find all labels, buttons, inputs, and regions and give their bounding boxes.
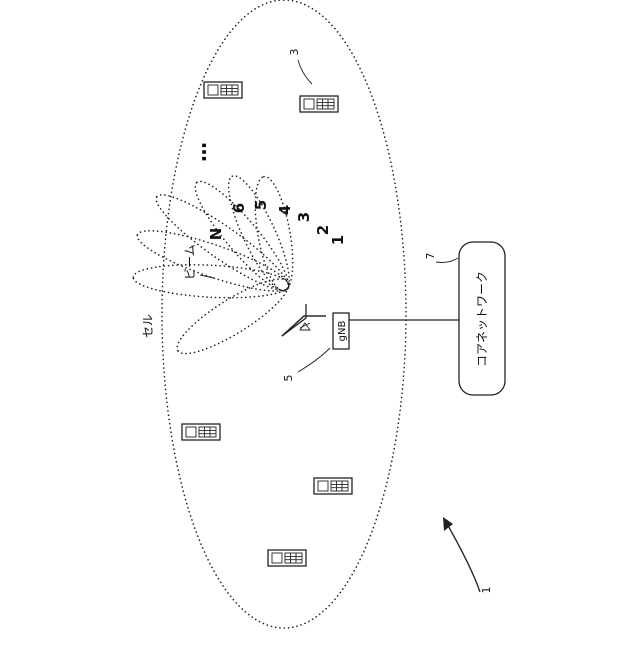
beam-lobes: [132, 169, 300, 365]
ue-reference-leader: [298, 60, 312, 84]
beam-number-4: 4: [276, 205, 294, 215]
arrowhead-icon: [443, 517, 453, 531]
beam-label: ビーム: [183, 244, 197, 280]
figure-reference-arrow: [446, 522, 480, 592]
beam-number-2: 2: [314, 225, 332, 235]
beam-lobe-1: [248, 174, 300, 294]
beam-lobe-2: [218, 169, 300, 297]
gnb-antenna-tower: [282, 304, 326, 336]
ue-device: [182, 424, 220, 440]
beam-label-leader: [200, 275, 214, 278]
beam-number-3: 3: [295, 212, 313, 222]
gnb-reference-leader: [298, 348, 330, 372]
beam-number-n: N: [207, 228, 225, 241]
ue-device: [204, 82, 242, 98]
figure-reference-number: 1: [480, 587, 493, 594]
ue-device: [268, 550, 306, 566]
gnb-base-station: gNB: [333, 313, 349, 349]
core-network-label: コアネットワーク: [475, 271, 489, 367]
beam-more-ellipsis: …: [187, 142, 211, 162]
beam-number-5: 5: [252, 200, 270, 210]
beam-number-1: 1: [329, 235, 347, 245]
ue-device: [314, 478, 352, 494]
beam-lobe-n: [169, 267, 297, 365]
ue-device: [300, 96, 338, 112]
beam-lobe-3: [185, 172, 300, 300]
ue-reference-number: 3: [288, 49, 301, 56]
core-network-reference-leader: [436, 258, 458, 263]
core-network-reference-number: 7: [424, 253, 437, 260]
beam-number-6: 6: [230, 203, 248, 213]
cell-boundary: [162, 0, 406, 628]
cell-label: セル: [141, 314, 155, 338]
gnb-reference-number: 5: [282, 375, 295, 382]
core-network-box: コアネットワーク: [459, 242, 505, 395]
gnb-label: gNB: [337, 321, 348, 342]
